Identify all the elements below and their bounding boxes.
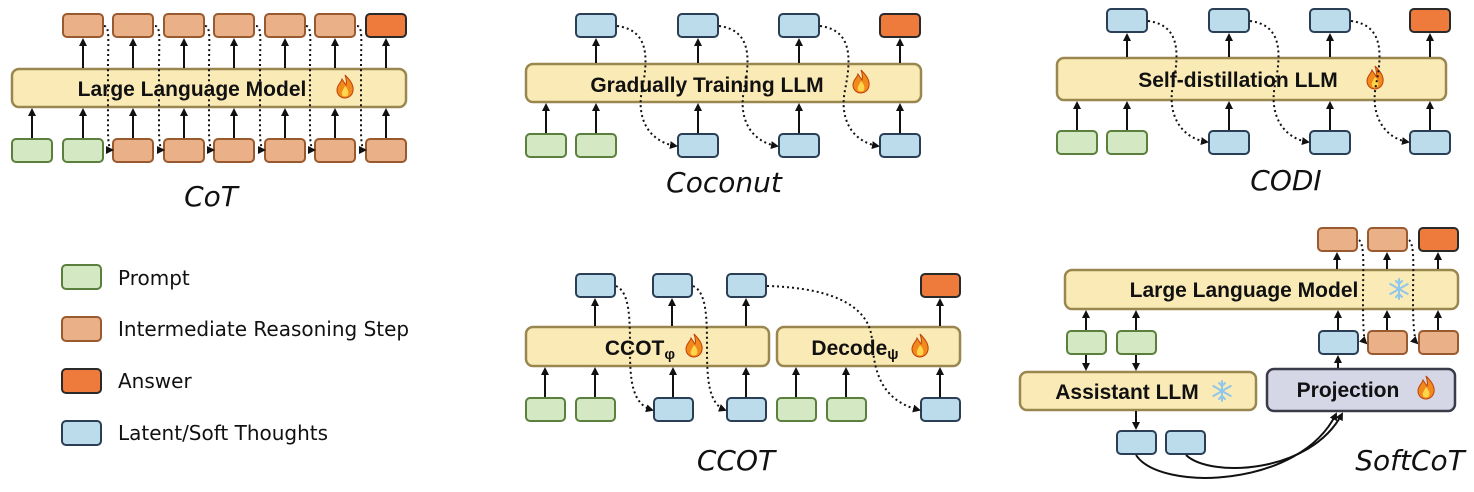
softcot-panel: Large Language Model Assistant LLM Proje… — [1018, 227, 1467, 479]
ccot-model-label: CCOTφ — [605, 337, 676, 363]
coconut-arrows — [542, 38, 904, 133]
legend-swatch-intermediate — [61, 316, 102, 342]
prompt-token — [1066, 330, 1107, 355]
prompt-token — [11, 138, 53, 163]
codi-model-block — [1055, 56, 1448, 102]
ccot-arrows — [541, 298, 944, 397]
projection-label: Projection — [1297, 379, 1400, 402]
prompt-token — [1056, 130, 1098, 155]
latent-token — [920, 397, 961, 422]
answer-token — [1409, 8, 1451, 33]
latent-token — [778, 133, 820, 158]
prompt-token — [575, 397, 616, 422]
legend-label-latent: Latent/Soft Thoughts — [118, 421, 328, 445]
codi-model-label: Self-distillation LLM — [1138, 69, 1338, 92]
softcot-model-block — [1063, 268, 1460, 311]
decode-label: Decodeψ — [811, 337, 898, 363]
legend-swatch-prompt — [61, 264, 102, 290]
answer-token — [920, 273, 961, 298]
cot-model-label: Large Language Model — [78, 78, 307, 101]
latent-token — [726, 397, 767, 422]
latent-token — [677, 13, 719, 38]
intermediate-token — [264, 13, 306, 38]
prompt-token — [525, 133, 567, 158]
cot-arrows — [28, 38, 390, 138]
answer-token — [879, 13, 921, 38]
intermediate-token — [163, 13, 205, 38]
prompt-token — [62, 138, 104, 163]
latent-token — [879, 133, 921, 158]
coconut-model-block — [524, 62, 923, 104]
intermediate-token — [1367, 330, 1408, 355]
assistant-llm-block — [1018, 370, 1258, 412]
intermediate-token — [112, 138, 154, 163]
latent-token — [1409, 130, 1451, 155]
latent-token — [1165, 430, 1206, 455]
softcot-arrows — [1082, 252, 1442, 479]
legend-swatch-latent — [61, 420, 102, 446]
latent-token — [1309, 130, 1351, 155]
codi-panel: Self-distillation LLM CODI — [1055, 8, 1451, 197]
legend-label-answer: Answer — [118, 369, 192, 393]
codi-arrows — [1073, 33, 1434, 130]
latent-token — [1106, 8, 1148, 33]
prompt-token — [826, 397, 867, 422]
latent-token — [1318, 330, 1359, 355]
prompt-token — [776, 397, 817, 422]
cot-caption: CoT — [184, 180, 240, 213]
latent-token — [677, 133, 719, 158]
latent-token — [1208, 130, 1250, 155]
cot-model-block — [10, 67, 408, 109]
codi-caption: CODI — [1250, 164, 1321, 197]
intermediate-token — [112, 13, 154, 38]
ccot-panel: CCOTφ Decodeψ — [524, 273, 962, 477]
intermediate-token — [365, 138, 407, 163]
intermediate-token — [264, 138, 306, 163]
intermediate-token — [213, 13, 255, 38]
legend-swatch-answer — [61, 368, 102, 394]
answer-token — [365, 13, 407, 38]
answer-token — [1418, 227, 1459, 252]
assistant-llm-label: Assistant LLM — [1055, 381, 1199, 404]
intermediate-token — [314, 138, 356, 163]
intermediate-token — [213, 138, 255, 163]
prompt-token — [1106, 130, 1148, 155]
projection-block — [1265, 367, 1457, 413]
prompt-token — [575, 133, 617, 158]
latent-token — [575, 13, 617, 38]
intermediate-token — [1418, 330, 1459, 355]
latent-token — [778, 13, 820, 38]
legend: Prompt Intermediate Reasoning Step Answe… — [61, 264, 409, 446]
latent-token — [1116, 430, 1157, 455]
cot-feedback-arrows — [103, 25, 367, 154]
prompt-token — [1116, 330, 1157, 355]
coconut-panel: Gradually Training LLM Coconut — [524, 13, 923, 199]
intermediate-token — [62, 13, 104, 38]
softcot-feedback-arrows — [1358, 239, 1419, 345]
intermediate-token — [163, 138, 205, 163]
latent-token — [726, 273, 767, 298]
latent-token — [575, 273, 616, 298]
intermediate-token — [1317, 227, 1358, 252]
coconut-caption: Coconut — [666, 166, 783, 199]
intermediate-token — [1367, 227, 1408, 252]
cot-panel: Large Language Model — [10, 13, 408, 213]
prompt-token — [525, 397, 566, 422]
legend-label-prompt: Prompt — [118, 266, 190, 290]
latent-token — [652, 273, 693, 298]
latent-token — [653, 397, 694, 422]
coconut-model-label: Gradually Training LLM — [590, 74, 823, 97]
softcot-model-label: Large Language Model — [1130, 279, 1359, 302]
latent-token — [1208, 8, 1250, 33]
intermediate-token — [314, 13, 356, 38]
softcot-caption: SoftCoT — [1355, 444, 1466, 477]
ccot-caption: CCOT — [697, 444, 777, 477]
legend-label-intermediate: Intermediate Reasoning Step — [118, 317, 409, 341]
ccot-model-block — [524, 325, 771, 368]
latent-token — [1309, 8, 1351, 33]
